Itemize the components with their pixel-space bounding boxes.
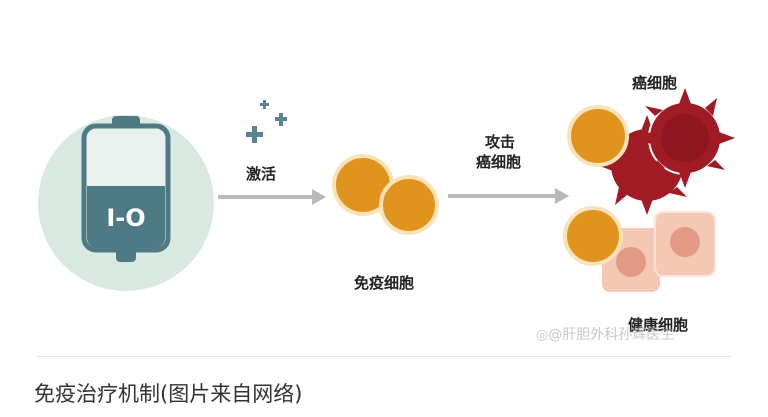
infusion-bag-icon: I-O <box>38 115 214 291</box>
immune-cell-attacking <box>567 105 629 167</box>
cancer-cells <box>597 88 735 215</box>
divider <box>36 356 732 357</box>
bag-spout <box>116 248 136 262</box>
immune-cell-patrolling <box>563 206 623 266</box>
bag-fluid <box>87 186 165 248</box>
healthy-cell-label: 健康细胞 <box>628 316 689 334</box>
cancer-cell <box>635 88 735 188</box>
attack-label-line1: 攻击 <box>485 133 516 151</box>
cancer-cell-label: 癌细胞 <box>632 74 678 92</box>
image-caption: 免疫治疗机制(图片来自网络) <box>34 382 303 406</box>
arrow-activate <box>218 189 326 205</box>
sparkle-icon <box>246 100 287 143</box>
immune-cell <box>379 175 439 235</box>
watermark: ◎@肝胆外科孙辉医生 <box>536 327 675 343</box>
healthy-cell <box>654 211 716 277</box>
immunotherapy-diagram: I-O <box>38 88 735 292</box>
attack-label-line2: 癌细胞 <box>476 153 522 171</box>
bag-label: I-O <box>106 204 145 232</box>
activate-label: 激活 <box>246 165 277 183</box>
arrow-attack <box>448 188 569 204</box>
immune-cell-label: 免疫细胞 <box>354 274 415 292</box>
immune-cells <box>332 154 439 235</box>
healthy-cells <box>602 211 716 292</box>
